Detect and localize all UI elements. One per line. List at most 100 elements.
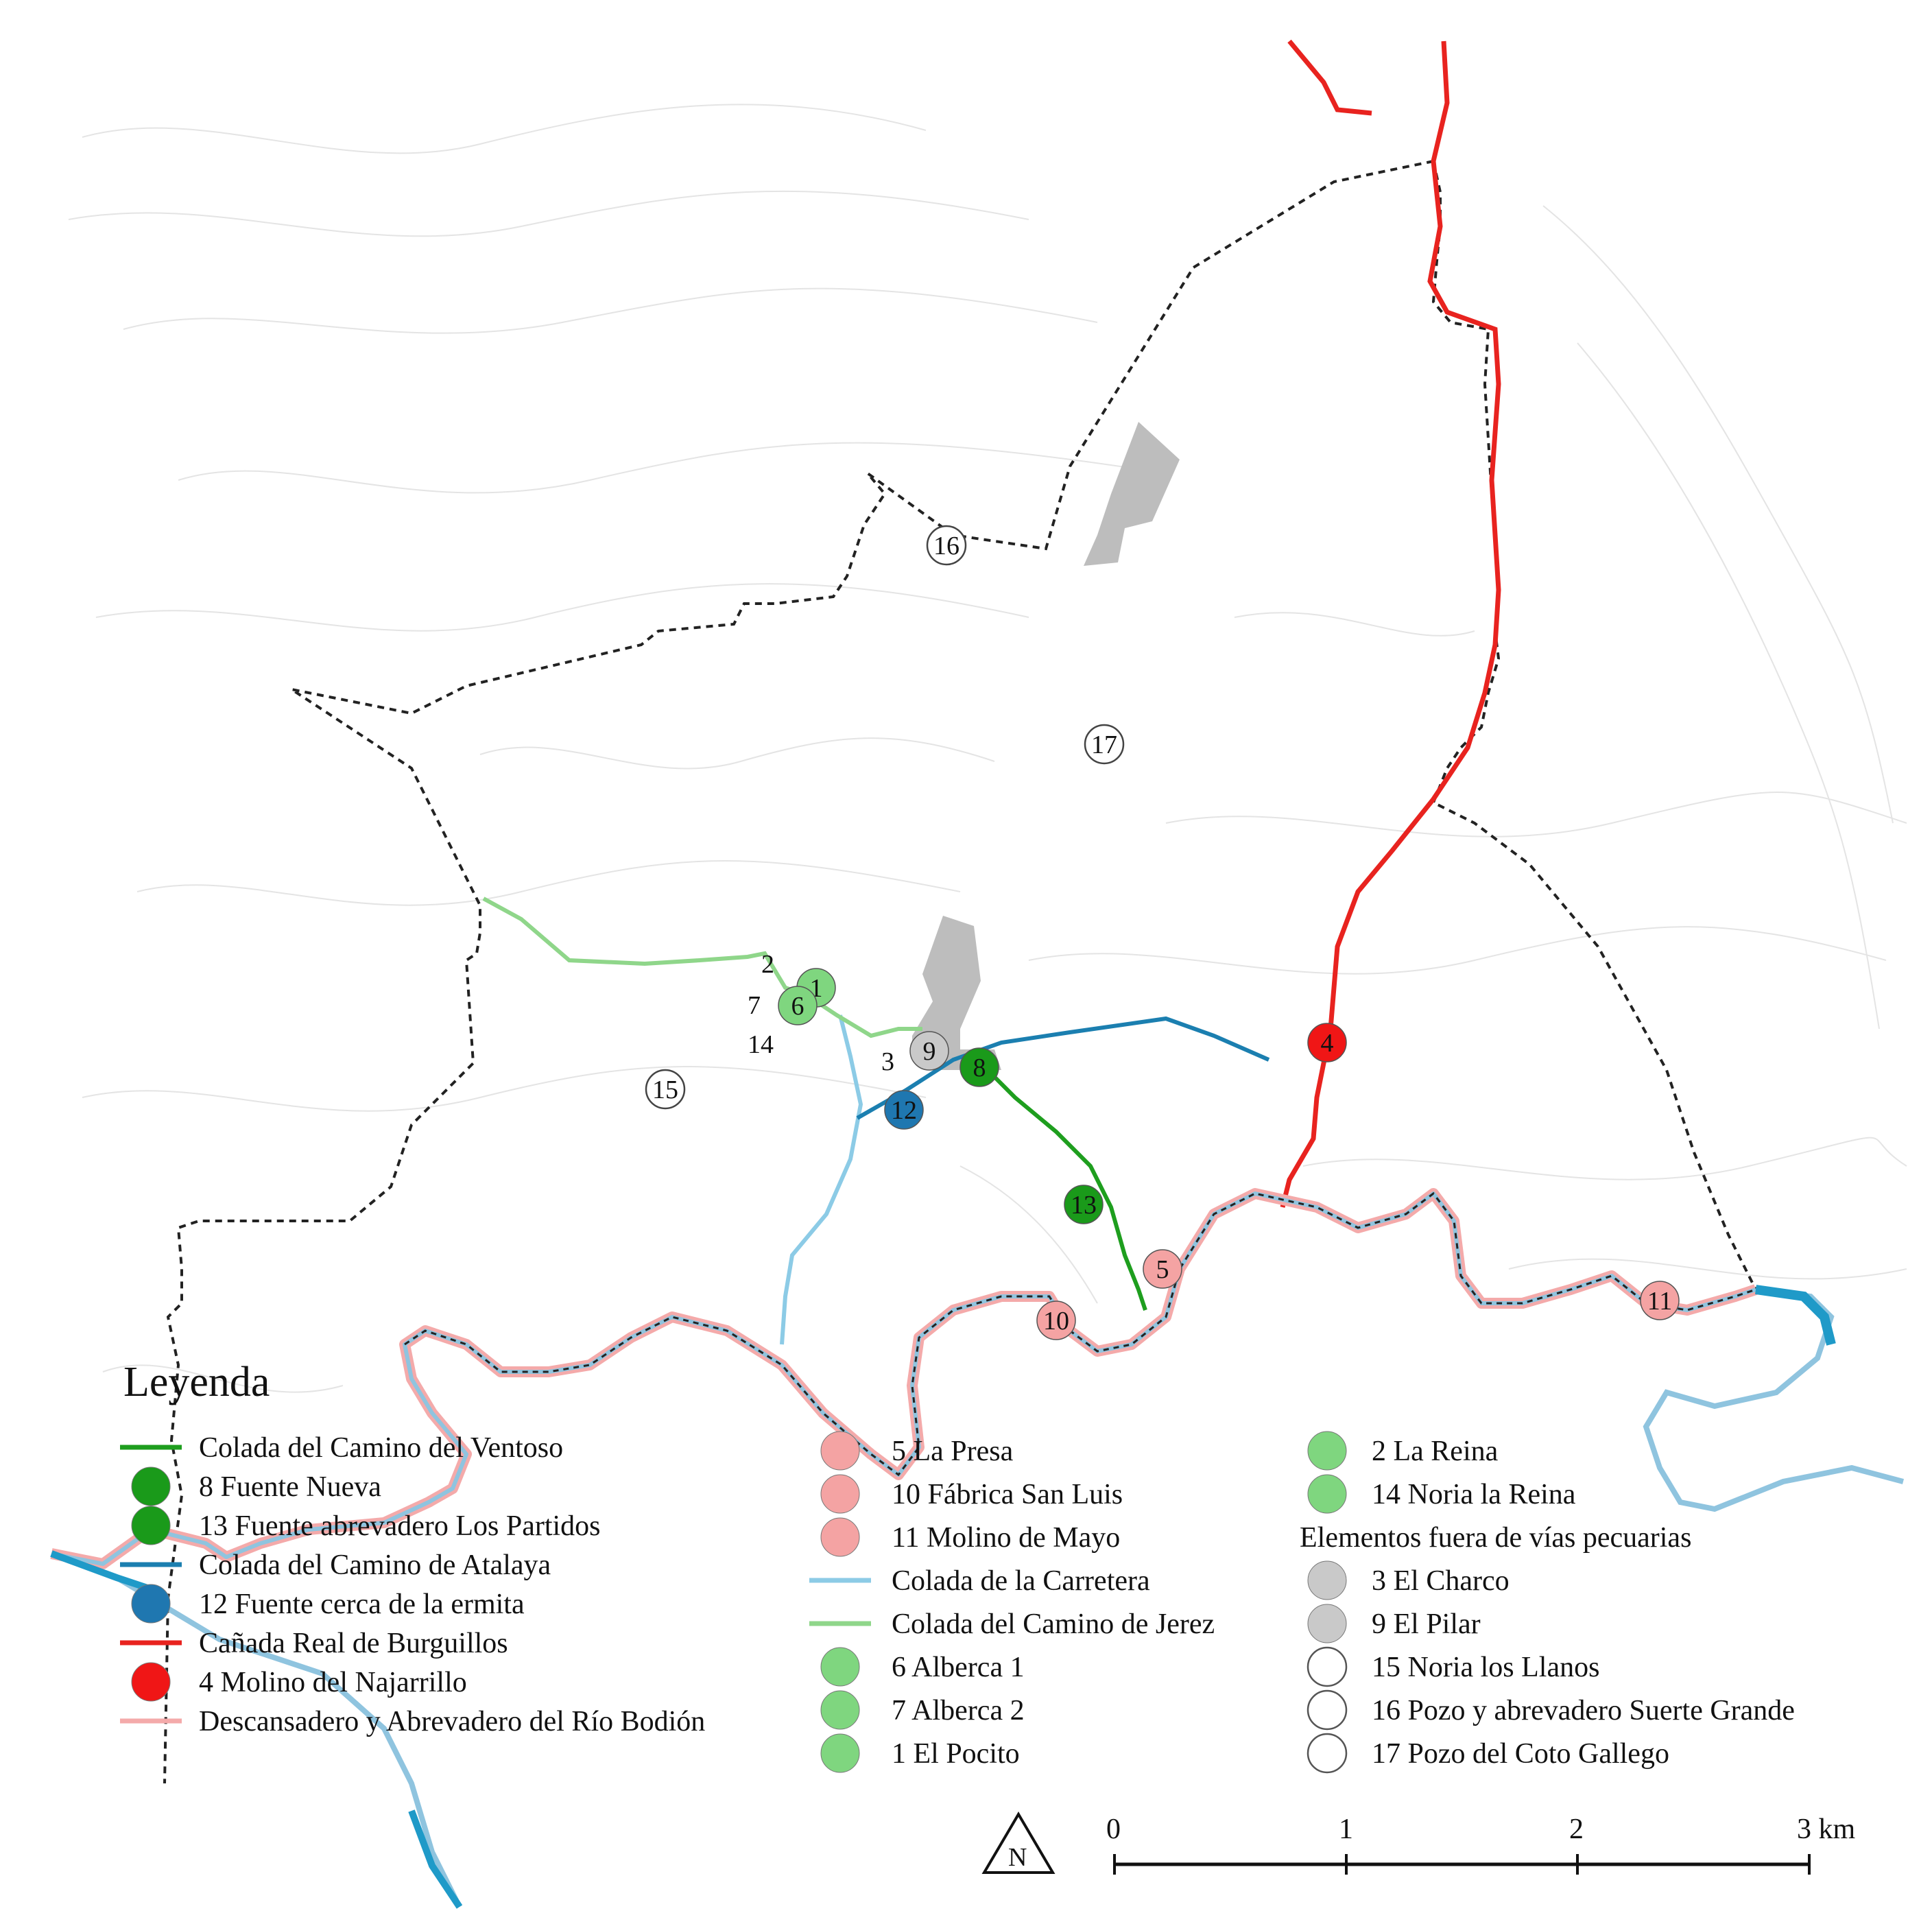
legend-dot-symbol	[820, 1647, 860, 1687]
rio-bodion-boundary	[404, 1191, 1756, 1477]
legend-item-label: 7 Alberca 2	[892, 1695, 1025, 1726]
legend-item-label: 3 El Charco	[1372, 1565, 1510, 1597]
legend-item: Colada de la Carretera	[809, 1565, 1150, 1597]
point-marker-circle	[1640, 1281, 1680, 1320]
plain-labels: 2 7 14 3	[748, 950, 894, 1076]
point-marker-label: 4	[1321, 1029, 1334, 1058]
legend-item: 9 El Pilar	[1307, 1604, 1481, 1643]
legend-title: Leyenda	[123, 1359, 270, 1405]
legend-item-label: 13 Fuente abrevadero Los Partidos	[199, 1510, 601, 1542]
river-east-wide	[1755, 1285, 1836, 1346]
legend-item: 5 La Presa	[820, 1431, 1014, 1471]
point-marker-12: 12	[884, 1090, 924, 1130]
point-marker-6: 6	[778, 986, 818, 1025]
point-marker-15: 15	[645, 1069, 686, 1110]
legend-item-label: 17 Pozo del Coto Gallego	[1372, 1738, 1669, 1770]
point-marker-label: 15	[652, 1076, 678, 1104]
legend-item-label: Colada del Camino de Jerez	[892, 1608, 1215, 1640]
legend-item: 13 Fuente abrevadero Los Partidos	[131, 1506, 601, 1545]
legend-item-label: 9 El Pilar	[1372, 1608, 1481, 1640]
municipal-boundary	[163, 160, 1434, 1784]
label-7: 7	[748, 991, 761, 1020]
legend-item: 8 Fuente Nueva	[131, 1466, 381, 1506]
legend-item: 2 La Reina	[1307, 1431, 1499, 1471]
legend-dot-symbol	[820, 1690, 860, 1730]
legend-item-label: 5 La Presa	[892, 1436, 1014, 1467]
legend-dot-symbol	[131, 1662, 171, 1702]
river-south-outlet	[408, 1809, 463, 1909]
legend-dot-symbol	[820, 1733, 860, 1773]
point-marker-circle	[959, 1047, 999, 1087]
point-marker-5: 5	[1143, 1249, 1182, 1289]
point-marker-circle	[926, 525, 967, 566]
legend-item-label: 12 Fuente cerca de la ermita	[199, 1589, 525, 1620]
contour-lines	[68, 104, 1907, 1393]
legend-item: 1 El Pocito	[820, 1733, 1020, 1773]
north-arrow-icon	[981, 1812, 1056, 1874]
point-marker-circle	[778, 986, 818, 1025]
legend: Leyenda Colada del Camino del Ventoso 8 F…	[120, 1359, 1795, 1774]
legend-item: 15 Noria los Llanos	[1307, 1646, 1599, 1687]
legend-item-label: Colada del Camino de Atalaya	[199, 1549, 551, 1581]
point-marker-label: 10	[1043, 1307, 1069, 1335]
legend-item: Descansadero y Abrevadero del Río Bodión	[120, 1706, 705, 1737]
scale-bar: 0 1 2 3 km	[1106, 1814, 1856, 1875]
legend-item: 3 El Charco	[1307, 1560, 1510, 1600]
colada-camino-ventoso	[979, 1061, 1147, 1311]
legend-item: Cañada Real de Burguillos	[120, 1628, 508, 1659]
legend-dot-symbol	[1307, 1431, 1347, 1471]
point-marker-circle	[1307, 1023, 1347, 1062]
point-marker-13: 13	[1064, 1185, 1104, 1224]
legend-item: Elementos fuera de vías pecuarias	[1300, 1522, 1691, 1554]
north-label: N	[1008, 1843, 1027, 1872]
point-marker-4: 4	[1307, 1023, 1347, 1062]
legend-item-label: 10 Fábrica San Luis	[892, 1479, 1123, 1510]
legend-item: 17 Pozo del Coto Gallego	[1307, 1733, 1669, 1774]
legend-item-label: 11 Molino de Mayo	[892, 1522, 1120, 1554]
canada-real-north-spur	[1287, 39, 1372, 116]
legend-item-label: Descansadero y Abrevadero del Río Bodión	[199, 1706, 705, 1737]
point-marker-17: 17	[1084, 724, 1125, 765]
colada-camino-jerez	[482, 896, 922, 1038]
point-marker-circle	[1084, 724, 1125, 765]
point-marker-9: 9	[909, 1031, 949, 1071]
legend-item-label: 2 La Reina	[1372, 1436, 1499, 1467]
canada-real-burguillos	[1280, 40, 1501, 1208]
built-up-areas	[912, 422, 1180, 1070]
point-marker-label: 5	[1156, 1255, 1169, 1284]
legend-dot-symbol	[131, 1506, 171, 1545]
scale-label-0: 0	[1106, 1814, 1121, 1845]
scale-label-2: 2	[1569, 1814, 1584, 1845]
point-marker-16: 16	[926, 525, 967, 566]
legend-dot-symbol	[820, 1517, 860, 1557]
legend-item-label: 14 Noria la Reina	[1372, 1479, 1576, 1510]
legend-dot-symbol	[131, 1466, 171, 1506]
legend-dot-symbol	[1307, 1646, 1348, 1687]
point-marker-8: 8	[959, 1047, 999, 1087]
point-marker-circle	[1036, 1301, 1076, 1340]
legend-item: 16 Pozo y abrevadero Suerte Grande	[1307, 1689, 1795, 1731]
legend-item-label: 8 Fuente Nueva	[199, 1471, 381, 1503]
point-marker-label: 8	[973, 1054, 986, 1082]
legend-item-label: 1 El Pocito	[892, 1738, 1020, 1770]
legend-item-label: 16 Pozo y abrevadero Suerte Grande	[1372, 1695, 1795, 1726]
rio-bodion	[51, 1191, 1756, 1566]
colada-carretera	[780, 1014, 863, 1345]
legend-dot-symbol	[1307, 1689, 1348, 1731]
point-marker-10: 10	[1036, 1301, 1076, 1340]
point-marker-circle	[1064, 1185, 1104, 1224]
legend-item-label: 15 Noria los Llanos	[1372, 1652, 1599, 1683]
legend-dot-symbol	[1307, 1474, 1347, 1514]
legend-item: Colada del Camino del Ventoso	[120, 1432, 563, 1464]
legend-dot-symbol	[1307, 1604, 1347, 1643]
point-marker-label: 6	[791, 992, 804, 1021]
legend-item-label: 6 Alberca 1	[892, 1652, 1025, 1683]
label-2: 2	[761, 950, 774, 979]
point-marker-label: 16	[933, 532, 959, 560]
legend-item-label: Cañada Real de Burguillos	[199, 1628, 508, 1659]
legend-item: 4 Molino del Najarrillo	[131, 1662, 467, 1702]
point-marker-circle	[645, 1069, 686, 1110]
point-marker-11: 11	[1640, 1281, 1680, 1320]
legend-subheading: Elementos fuera de vías pecuarias	[1300, 1522, 1691, 1554]
